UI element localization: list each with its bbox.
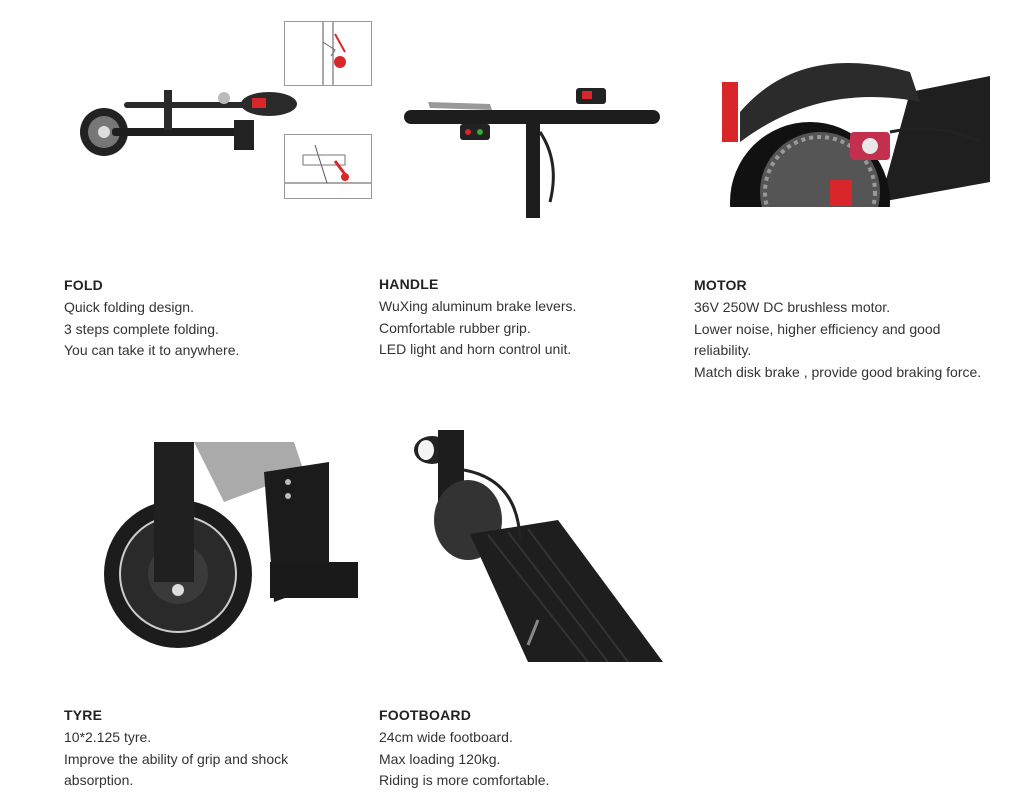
footboard-line-1: 24cm wide footboard. bbox=[379, 729, 513, 745]
tyre-image bbox=[94, 442, 358, 650]
handle-line-3: LED light and horn control unit. bbox=[379, 341, 572, 357]
fold-feature: FOLD Quick folding design. 3 steps compl… bbox=[64, 277, 384, 362]
handlebar-image bbox=[400, 82, 664, 218]
handle-line-1: WuXing aluminum brake levers. bbox=[379, 298, 577, 314]
handle-line-2: Comfortable rubber grip. bbox=[379, 319, 531, 336]
tyre-line-3: absorption. bbox=[64, 772, 134, 788]
motor-line-1: 36V 250W DC brushless motor. bbox=[694, 299, 891, 315]
tyre-line-2: Improve the ability of grip and shock bbox=[64, 750, 289, 767]
motor-feature: MOTOR 36V 250W DC brushless motor. Lower… bbox=[694, 277, 1022, 383]
fold-detail-bottom-image bbox=[284, 134, 372, 199]
tyre-title: TYRE bbox=[64, 707, 103, 723]
fold-title: FOLD bbox=[64, 277, 103, 293]
footboard-line-2: Max loading 120kg. bbox=[379, 750, 501, 767]
footboard-feature: FOOTBOARD 24cm wide footboard. Max loadi… bbox=[379, 707, 699, 792]
motor-line-4: Match disk brake , provide good braking … bbox=[694, 363, 982, 380]
tyre-line-1: 10*2.125 tyre. bbox=[64, 729, 152, 745]
tyre-feature: TYRE 10*2.125 tyre. Improve the ability … bbox=[64, 707, 384, 792]
handle-title: HANDLE bbox=[379, 276, 439, 292]
motor-line-3: reliability. bbox=[694, 342, 752, 358]
motor-title: MOTOR bbox=[694, 277, 747, 293]
fold-detail-top-image bbox=[284, 21, 372, 86]
fold-line-2: 3 steps complete folding. bbox=[64, 320, 219, 337]
motor-image bbox=[720, 52, 990, 207]
footboard-line-3: Riding is more comfortable. bbox=[379, 772, 550, 788]
footboard-image bbox=[408, 430, 663, 662]
handle-feature: HANDLE WuXing aluminum brake levers. Com… bbox=[379, 276, 699, 361]
footboard-title: FOOTBOARD bbox=[379, 707, 472, 723]
folded-scooter-image bbox=[74, 80, 304, 160]
fold-line-1: Quick folding design. bbox=[64, 299, 194, 315]
fold-line-3: You can take it to anywhere. bbox=[64, 342, 240, 358]
motor-line-2: Lower noise, higher efficiency and good bbox=[694, 320, 941, 337]
